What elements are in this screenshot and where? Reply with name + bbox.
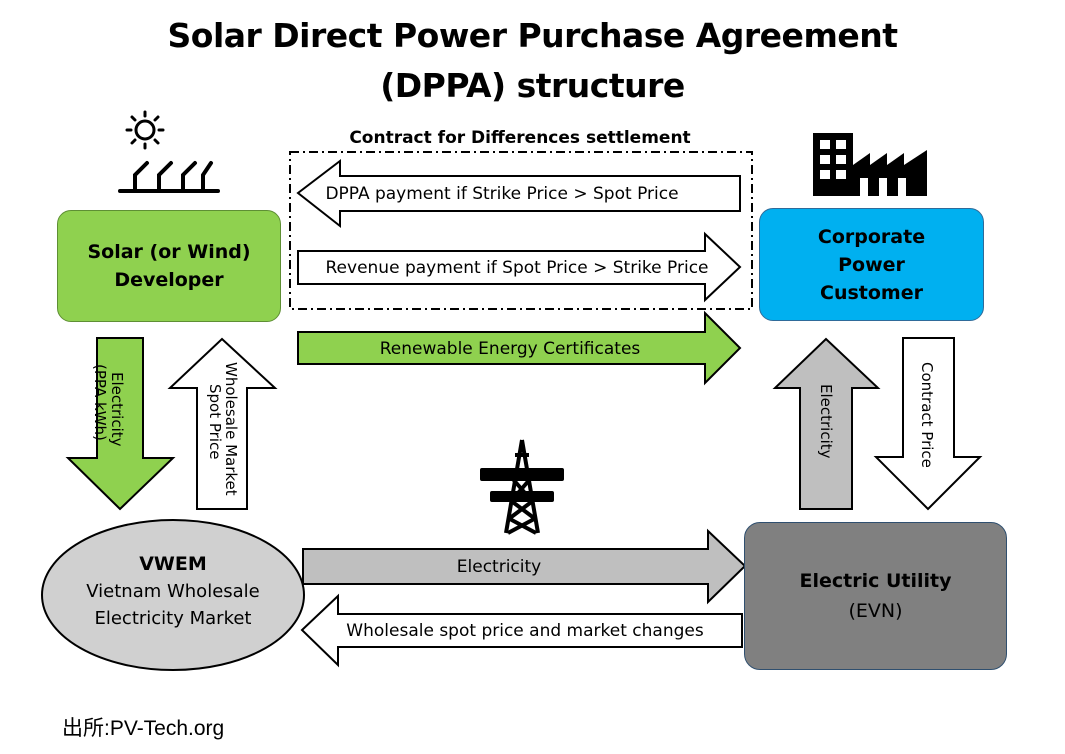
power-tower-icon [480,439,564,535]
customer-line-3: Customer [820,281,923,304]
recs-arrow [297,310,742,386]
spot-price-changes-arrow [300,593,743,668]
contract-price-label: Contract Price [918,362,936,468]
cfd-label: Contract for Differences settlement [349,128,690,148]
solar-panel-icon [118,110,220,193]
developer-line-2: Developer [114,269,224,291]
vwem-node [41,519,305,671]
wholesale-spot-price-arrow [167,337,278,510]
customer-line-1: Corporate [817,225,926,248]
factory-icon [813,133,927,196]
customer-electricity-arrow [772,337,881,510]
contract-price-arrow [873,337,983,511]
grid-electricity-label: Electricity [457,557,541,577]
developer-electricity-arrow [65,337,176,511]
grid-electricity-arrow [302,528,747,605]
spot-price-changes-label: Wholesale spot price and market changes [346,621,704,641]
developer-node: Solar (or Wind) Developer [57,210,281,322]
vwem-line-2: Vietnam Wholesale [86,581,260,602]
source-caption: 出所:PV-Tech.org [62,717,225,740]
cfd-settlement-box [289,151,753,310]
customer-electricity-label: Electricity [817,384,835,459]
wholesale-price-label-1: Wholesale Market [222,362,240,496]
developer-electricity-label-1: Electricity [108,372,126,447]
vwem-title: VWEM [139,553,207,575]
electric-utility-node: Electric Utility (EVN) [744,522,1007,670]
developer-electricity-label-2: (PPA kWh) [91,364,109,441]
wholesale-price-label-2: Spot Price [206,384,224,459]
dppa-payment-arrow [296,158,741,229]
dppa-payment-label: DPPA payment if Strike Price > Spot Pric… [325,184,678,204]
recs-label: Renewable Energy Certificates [380,339,641,359]
developer-line-1: Solar (or Wind) [87,241,251,263]
customer-line-2: Power [838,253,905,276]
vwem-line-3: Electricity Market [94,608,251,629]
utility-line-2: (EVN) [848,600,903,622]
revenue-payment-arrow [297,231,742,303]
title-line-2: (DPPA) structure [380,66,685,105]
title-line-1: Solar Direct Power Purchase Agreement [167,16,898,55]
revenue-payment-label: Revenue payment if Spot Price > Strike P… [326,258,709,278]
utility-line-1: Electric Utility [799,570,952,592]
corporate-customer-node: Corporate Power Customer [759,208,984,321]
